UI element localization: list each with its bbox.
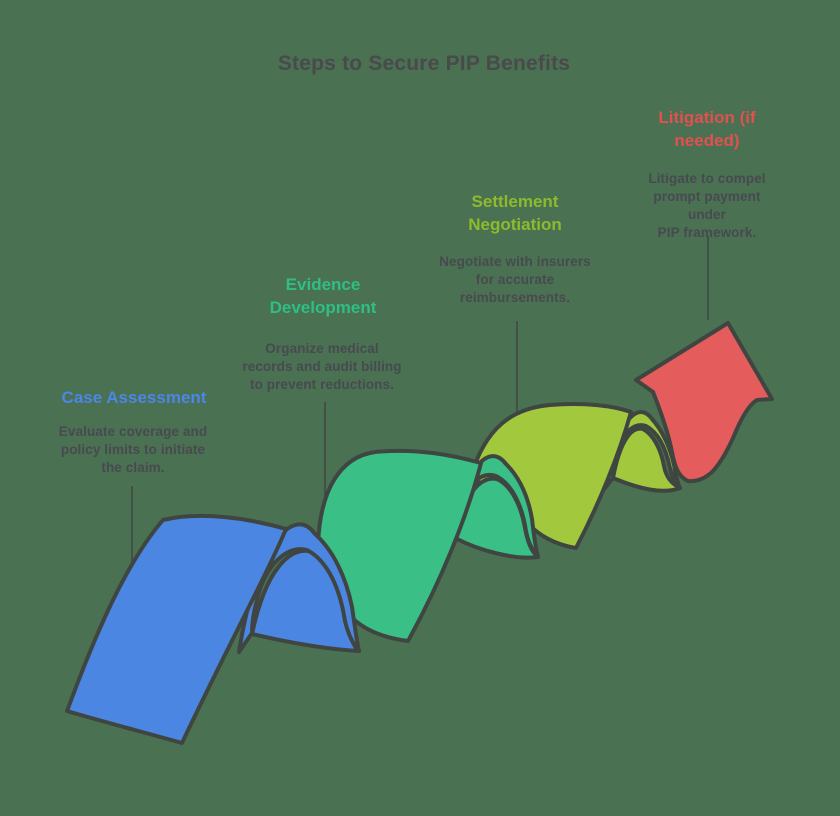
step3-heading: Settlement Negotiation [468,192,562,234]
arrow-shape [634,321,774,484]
step1-ribbon-segment [65,513,361,745]
wave-face [65,513,288,745]
step2-heading: Evidence Development [269,275,377,317]
step1-heading: Case Assessment [61,388,207,407]
diagram-title: Steps to Secure PIP Benefits [277,52,571,75]
step4-heading: Litigation (if needed) [658,108,756,150]
step2-ribbon-segment [316,448,540,643]
step2-description: Organize medical records and audit billi… [242,341,402,392]
step4-ribbon-arrow [634,321,774,484]
step1-description: Evaluate coverage and policy limits to i… [58,424,208,475]
wave-downslope-face [611,426,682,493]
step3-description: Negotiate with insurers for accurate rei… [439,254,591,305]
step4-description: Litigate to compel prompt payment under … [648,171,766,240]
step3-ribbon-segment [468,402,682,550]
